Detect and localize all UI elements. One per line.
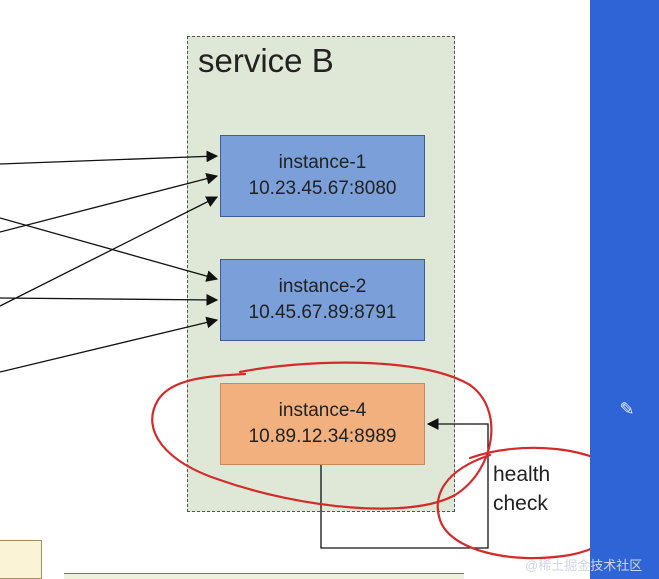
health-check-line2: check (493, 492, 548, 515)
service-title: service B (198, 42, 334, 79)
request-arrow (0, 316, 219, 373)
instance-address: 10.89.12.34:8989 (248, 426, 397, 447)
partial-box-bottom (64, 573, 464, 579)
instance-2-box: instance-2 10.45.67.89:8791 (220, 259, 425, 341)
instance-4-box: instance-4 10.89.12.34:8989 (220, 383, 425, 465)
instance-name: instance-1 (278, 152, 367, 173)
health-check-connector (320, 418, 489, 549)
pencil-icon[interactable]: ✎ (619, 399, 635, 419)
annotation-circle-health-check (436, 446, 635, 560)
instance-address: 10.45.67.89:8791 (248, 302, 397, 323)
request-arrow (0, 196, 219, 307)
instance-name: instance-2 (278, 276, 367, 297)
request-arrow (0, 294, 219, 306)
instance-name: instance-4 (278, 400, 367, 421)
instance-1-box: instance-1 10.23.45.67:8080 (220, 135, 425, 217)
side-panel (590, 0, 659, 579)
request-arrow (0, 172, 219, 233)
watermark: @稀土掘金技术社区 (525, 558, 643, 573)
health-check-line1: health (493, 463, 551, 486)
request-arrow (0, 217, 219, 282)
instance-address: 10.23.45.67:8080 (248, 178, 397, 199)
partial-box-left (0, 540, 42, 579)
health-check-label: health check (493, 460, 563, 518)
request-arrow (0, 150, 219, 165)
annotation-circle-instance-4 (151, 361, 493, 510)
